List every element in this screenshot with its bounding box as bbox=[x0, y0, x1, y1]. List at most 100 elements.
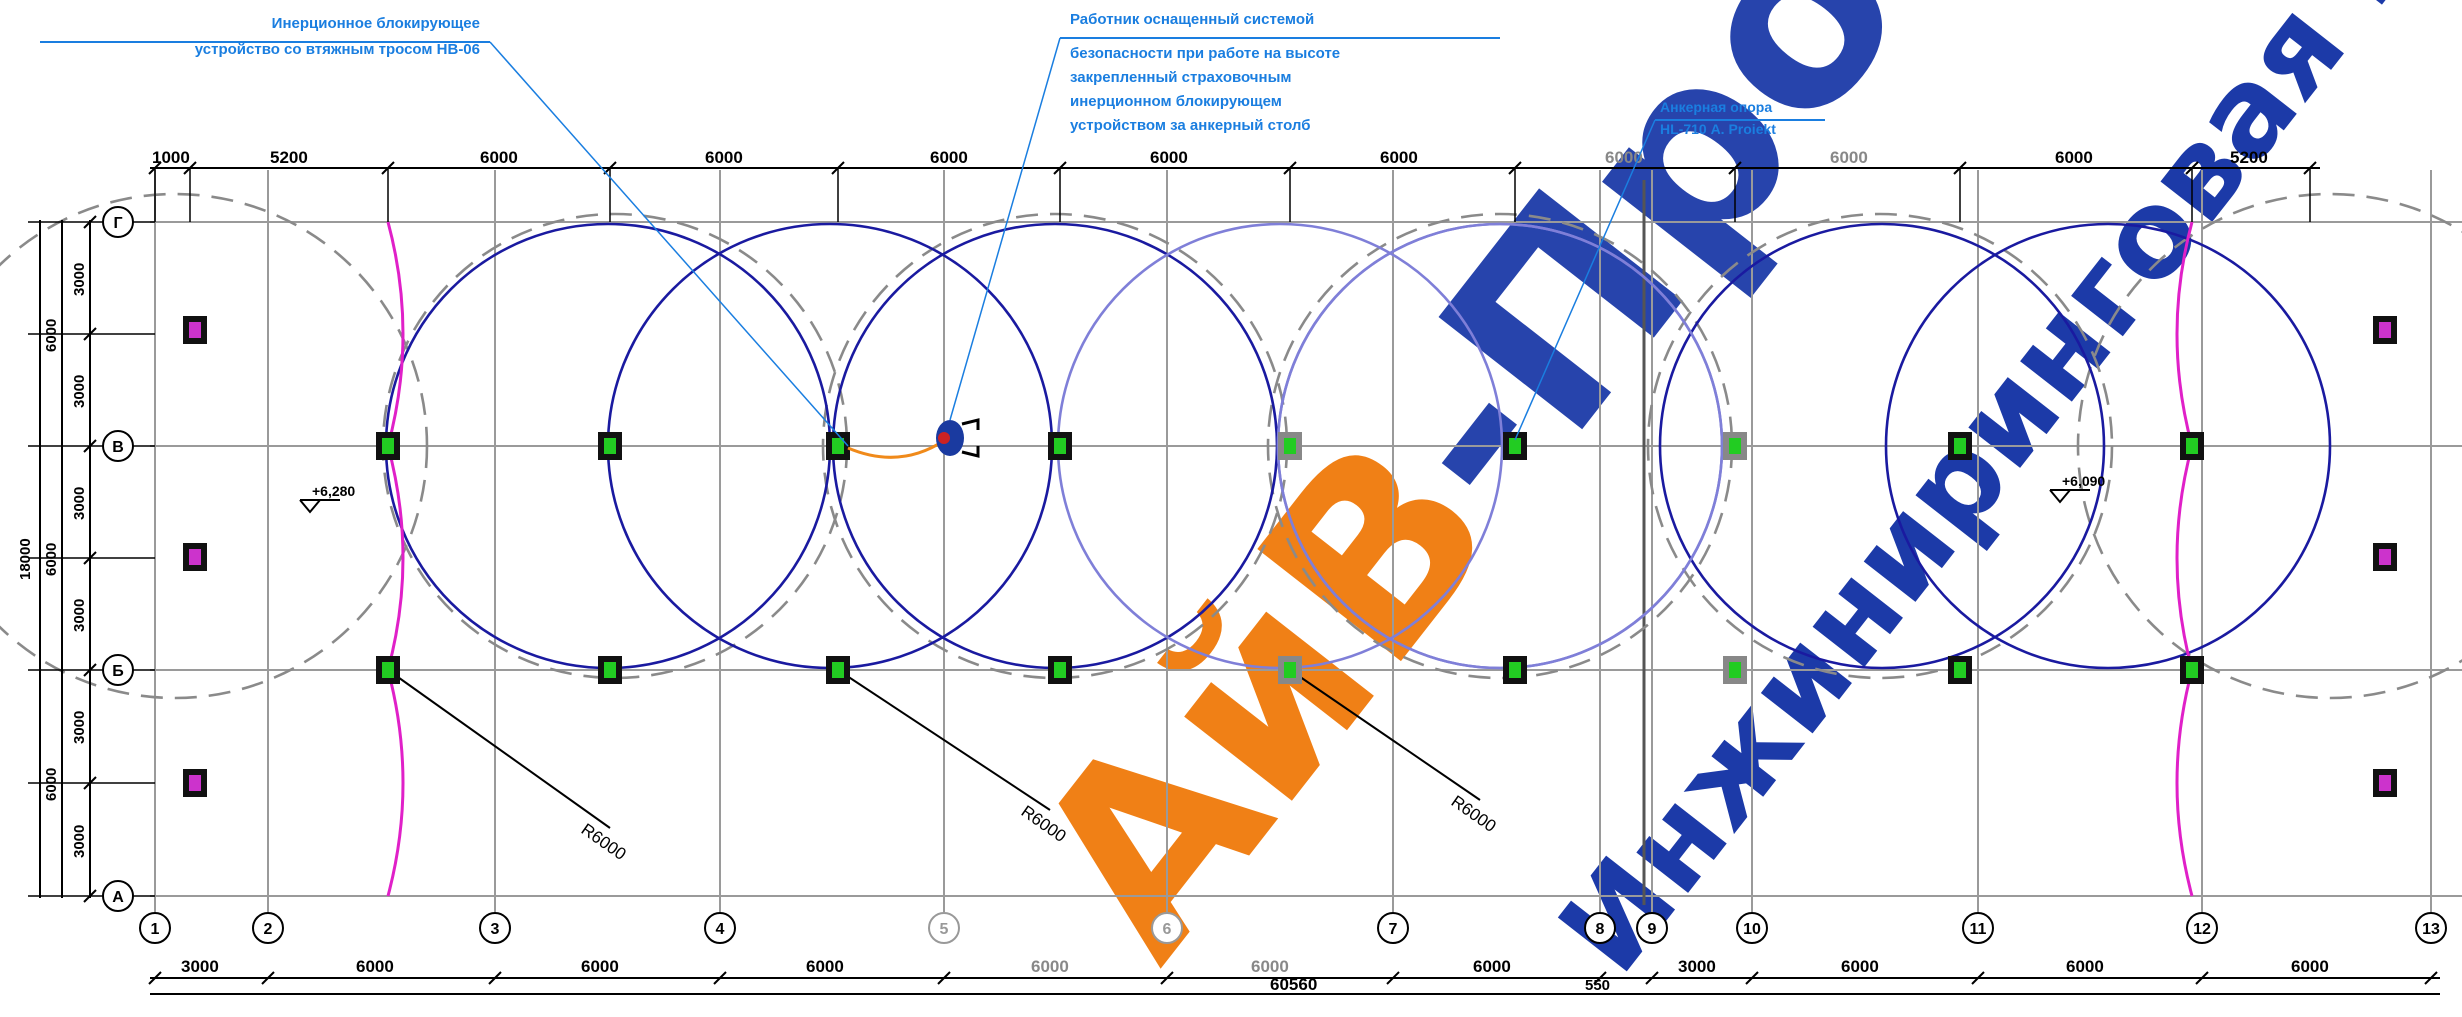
dim-tick bbox=[1971, 971, 1985, 985]
dim-tick bbox=[261, 971, 275, 985]
dim-tick bbox=[1593, 971, 1607, 985]
axis-bubble-7 bbox=[1377, 912, 1409, 944]
callout-text: Работник оснащенный системой bbox=[1070, 11, 1314, 28]
worker-limbs bbox=[961, 418, 980, 458]
callout-text: устройство со втяжным тросом НВ-06 bbox=[195, 41, 480, 58]
top-dim-label: 6000 bbox=[930, 148, 968, 167]
anchor-post-edge bbox=[183, 769, 207, 797]
radius-line bbox=[1289, 669, 1481, 801]
callout-text: Инерционное блокирующее bbox=[272, 15, 480, 32]
anchor-post-secondary bbox=[1723, 656, 1747, 684]
callout-text: Анкерная опора bbox=[1660, 99, 1772, 115]
post-core bbox=[189, 322, 201, 338]
boundary-arc bbox=[386, 221, 405, 897]
left-dim-label: 3000 bbox=[71, 375, 88, 408]
top-dim-label: 6000 bbox=[1380, 148, 1418, 167]
left-dim-label: 6000 bbox=[43, 543, 60, 576]
bottom-dim-label: 3000 bbox=[181, 957, 219, 976]
worker-icon bbox=[936, 418, 980, 458]
lifeline-rope bbox=[847, 438, 946, 459]
coverage-circle bbox=[1658, 222, 2106, 670]
post-core bbox=[2186, 438, 2198, 454]
post-core bbox=[2379, 775, 2391, 791]
callout-text: закрепленный страховочным bbox=[1070, 69, 1291, 86]
callout-leader bbox=[949, 37, 1061, 421]
left-dim-label: 3000 bbox=[71, 825, 88, 858]
post-core bbox=[1054, 662, 1066, 678]
post-core bbox=[1954, 438, 1966, 454]
axis-bubble-6 bbox=[1151, 912, 1183, 944]
left-overall-label: 18000 bbox=[17, 538, 34, 580]
axis-bubble-Г bbox=[102, 206, 134, 238]
axis-label-Г: Г bbox=[113, 215, 122, 232]
elevation-symbol bbox=[299, 499, 340, 514]
bottom-dim-label: 6000 bbox=[1031, 957, 1069, 976]
dim-tick bbox=[83, 215, 97, 229]
post-core bbox=[604, 662, 616, 678]
post-core bbox=[1729, 438, 1741, 454]
dim-tick bbox=[2195, 971, 2209, 985]
coverage-circle-dashed bbox=[1646, 212, 2114, 680]
axis-label-13: 13 bbox=[2422, 921, 2440, 938]
top-dim-label: 6000 bbox=[2055, 148, 2093, 167]
anchor-post-secondary bbox=[1278, 432, 1302, 460]
anchor-post bbox=[826, 432, 850, 460]
axis-label-2: 2 bbox=[264, 921, 273, 938]
callout-text: инерционном блокирующем bbox=[1070, 93, 1282, 110]
radius-line bbox=[837, 669, 1051, 811]
post-core bbox=[189, 549, 201, 565]
axis-bubble-11 bbox=[1962, 912, 1994, 944]
dim-tick bbox=[1645, 971, 1659, 985]
axis-bubble-13 bbox=[2415, 912, 2447, 944]
post-core bbox=[1509, 662, 1521, 678]
worker-helmet bbox=[938, 432, 950, 444]
post-core bbox=[1509, 438, 1521, 454]
callout-leader bbox=[489, 41, 849, 447]
anchor-post bbox=[376, 432, 400, 460]
axis-label-1: 1 bbox=[151, 921, 160, 938]
bottom-dim-label: 6000 bbox=[2066, 957, 2104, 976]
callout-worker: Работник оснащенный системойбезопасности… bbox=[949, 11, 1500, 421]
anchor-post bbox=[1503, 432, 1527, 460]
anchor-post-edge bbox=[2373, 543, 2397, 571]
left-dim-label: 3000 bbox=[71, 263, 88, 296]
top-dim-label: 5200 bbox=[270, 148, 308, 167]
boundary-arc bbox=[2175, 221, 2194, 897]
axis-bubble-4 bbox=[704, 912, 736, 944]
callout-text: HL-710 А. Proiekt bbox=[1660, 121, 1776, 137]
axis-label-9: 9 bbox=[1648, 921, 1657, 938]
dim-tick bbox=[83, 776, 97, 790]
dim-tick bbox=[488, 971, 502, 985]
anchor-post bbox=[598, 656, 622, 684]
anchor-post-edge bbox=[183, 316, 207, 344]
anchor-post-edge bbox=[2373, 769, 2397, 797]
dim-tick bbox=[83, 663, 97, 677]
axis-label-10: 10 bbox=[1743, 921, 1761, 938]
anchor-post bbox=[2180, 656, 2204, 684]
axis-bubble-В bbox=[102, 430, 134, 462]
top-dim-label: 6000 bbox=[705, 148, 743, 167]
axis-bubble-9 bbox=[1636, 912, 1668, 944]
dim-tick bbox=[2424, 971, 2438, 985]
elevation-mark: +6,090 bbox=[2049, 473, 2105, 504]
dim-tick bbox=[937, 971, 951, 985]
anchor-post bbox=[1503, 656, 1527, 684]
axis-bubble-2 bbox=[252, 912, 284, 944]
anchor-post bbox=[1948, 656, 1972, 684]
axis-label-12: 12 bbox=[2193, 921, 2211, 938]
anchor-post-edge bbox=[2373, 316, 2397, 344]
anchor-post bbox=[1048, 432, 1072, 460]
anchor-post-edge bbox=[183, 543, 207, 571]
axis-bubble-1 bbox=[139, 912, 171, 944]
bottom-dim-label: 6000 bbox=[1473, 957, 1511, 976]
post-core bbox=[2379, 549, 2391, 565]
left-dim-label: 3000 bbox=[71, 487, 88, 520]
coverage-circle bbox=[1884, 222, 2332, 670]
post-core bbox=[1284, 662, 1296, 678]
post-core bbox=[2379, 322, 2391, 338]
post-core bbox=[1954, 662, 1966, 678]
bottom-dim-label: 6000 bbox=[1251, 957, 1289, 976]
dim-tick bbox=[1386, 971, 1400, 985]
